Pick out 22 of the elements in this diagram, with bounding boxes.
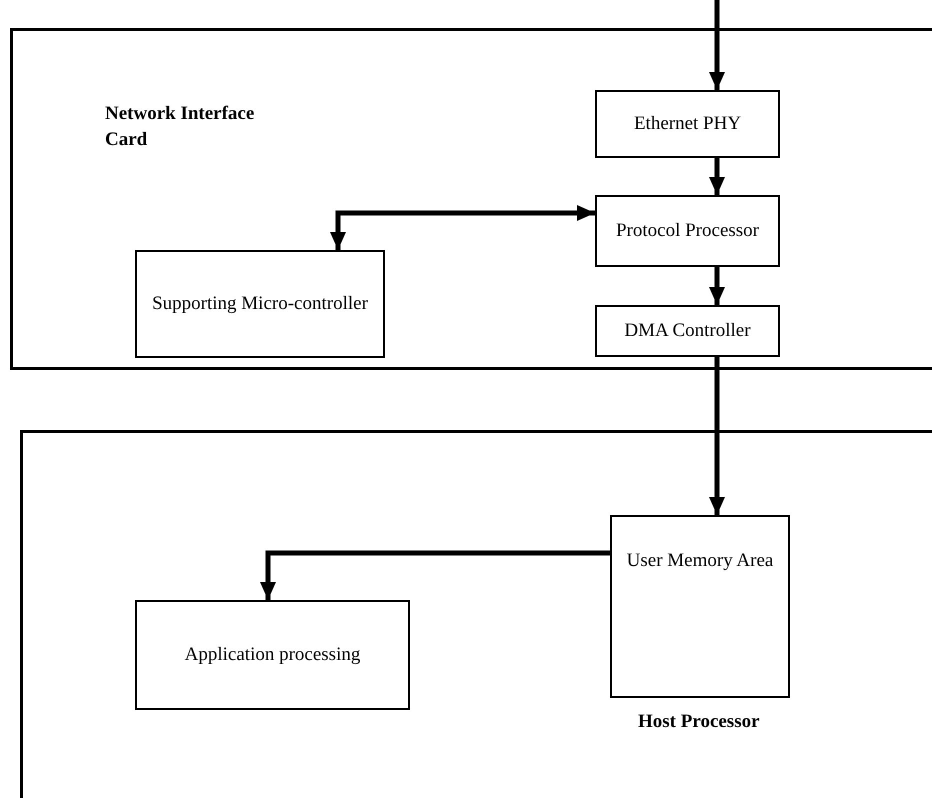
box-label: Ethernet PHY <box>634 112 742 136</box>
process-box <box>135 600 410 710</box>
process-box <box>610 515 790 698</box>
arrow <box>709 158 725 195</box>
process-box <box>135 250 385 358</box>
box-label: User Memory Area <box>626 549 774 573</box>
box-label: Protocol Processor <box>616 218 759 243</box>
process-box <box>595 305 780 357</box>
arrow <box>709 267 725 305</box>
box-label: Supporting Micro-controller <box>152 292 368 316</box>
arrow <box>260 550 610 600</box>
arrow <box>709 357 725 515</box>
arrow <box>709 0 725 90</box>
group-panel <box>10 28 932 370</box>
process-box <box>595 195 780 267</box>
arrow <box>330 205 595 250</box>
group-heading: Network Interface Card <box>105 102 256 152</box>
process-box <box>595 90 780 158</box>
box-label: DMA Controller <box>624 318 751 343</box>
group-heading: Host Processor <box>638 710 761 734</box>
group-panel <box>20 430 932 798</box>
box-label: Application processing <box>184 642 360 667</box>
